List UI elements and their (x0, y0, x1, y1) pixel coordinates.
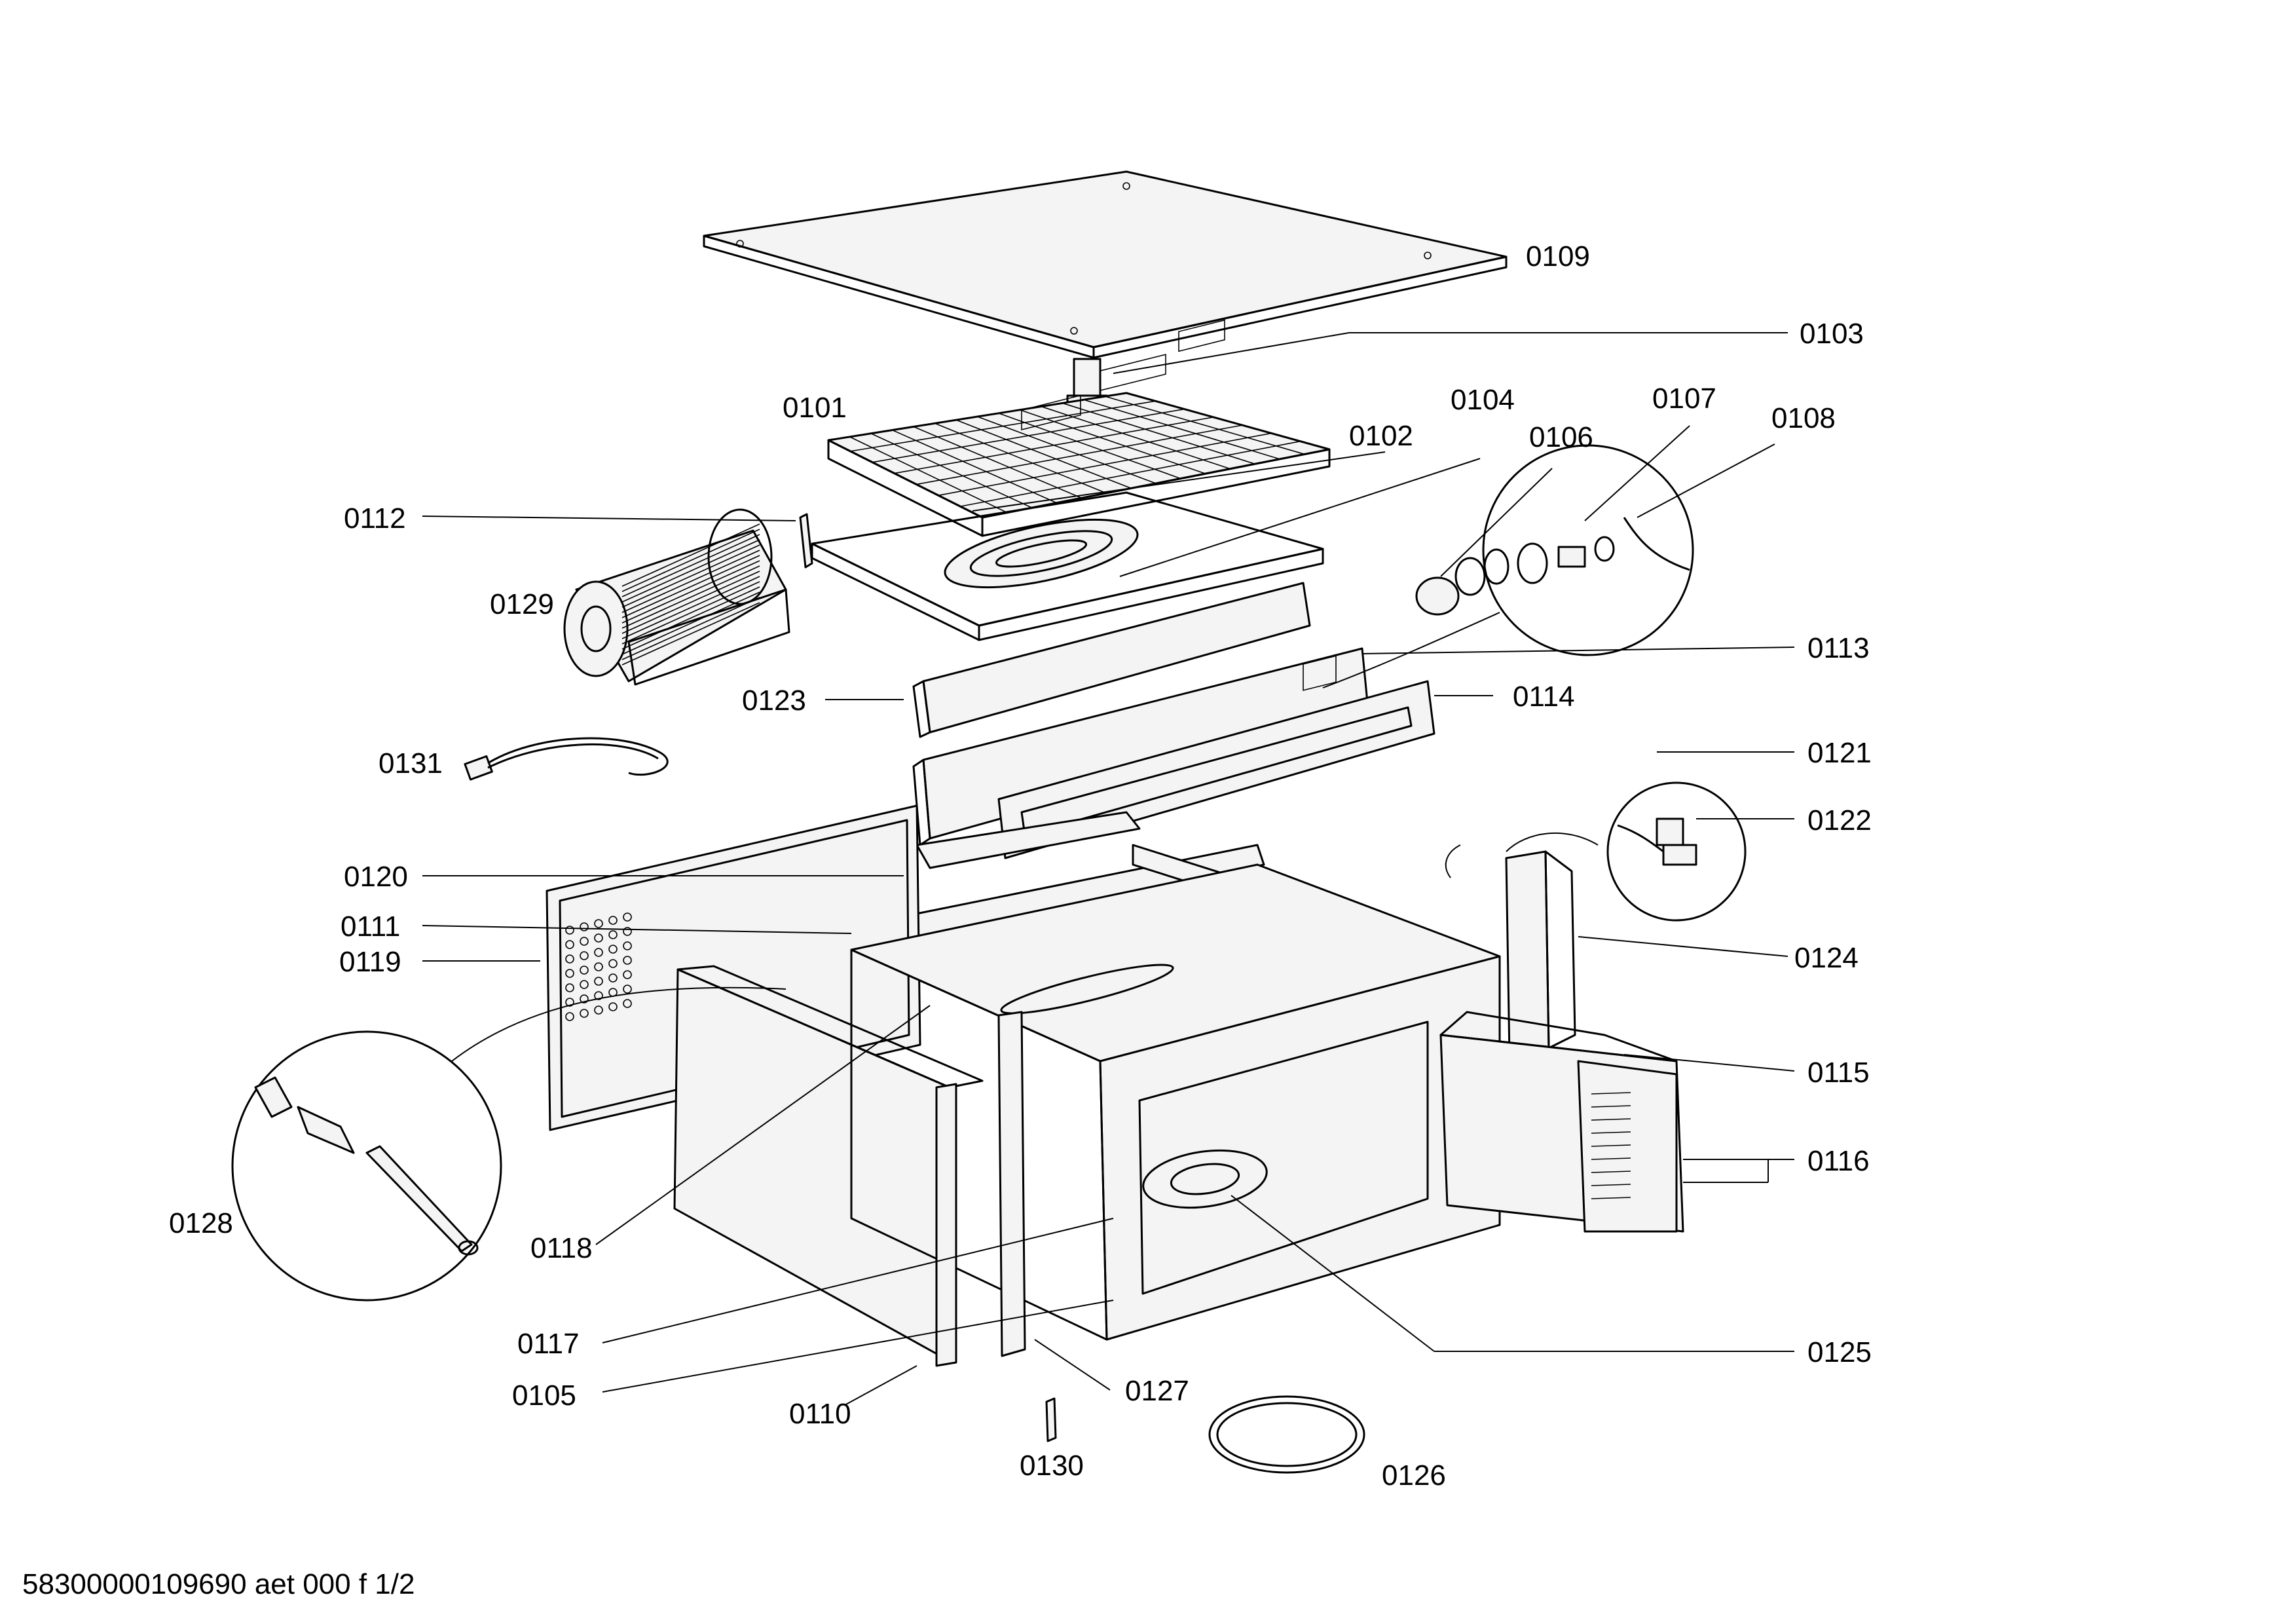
callout-0105: 0105 (512, 1379, 576, 1412)
callout-0113: 0113 (1807, 632, 1870, 664)
callout-0112: 0112 (344, 502, 406, 535)
callout-0109: 0109 (1526, 240, 1590, 272)
detail-circle-solenoid-valve (1445, 781, 1747, 922)
callout-0119: 0119 (339, 946, 401, 978)
callout-0102: 0102 (1349, 420, 1413, 452)
leader-lines (422, 332, 1795, 1406)
callout-0128: 0128 (169, 1207, 233, 1239)
turntable-ring (1208, 1395, 1365, 1474)
top-cover-plate (703, 170, 1508, 359)
callout-0118: 0118 (530, 1232, 593, 1264)
detail-circle-water-connector (231, 986, 787, 1302)
callout-0123: 0123 (742, 685, 806, 717)
callout-0131: 0131 (379, 747, 443, 779)
oven-door (1439, 1011, 1684, 1233)
callout-0120: 0120 (344, 861, 408, 893)
front-frame-strips (935, 1011, 1026, 1367)
grid-tray (827, 392, 1331, 537)
small-clip (1045, 1397, 1057, 1442)
callout-0125: 0125 (1807, 1336, 1872, 1368)
callout-0114: 0114 (1513, 681, 1575, 713)
callout-0127: 0127 (1125, 1375, 1189, 1407)
callout-0130: 0130 (1020, 1450, 1084, 1482)
callout-0110: 0110 (789, 1398, 851, 1430)
callout-0117: 0117 (517, 1328, 580, 1360)
callout-0103: 0103 (1800, 318, 1864, 350)
document-code: 58300000109690 aet 000 f 1/2 (22, 1568, 415, 1600)
callout-0111: 0111 (341, 910, 400, 943)
callout-0106: 0106 (1529, 421, 1593, 453)
power-cable (464, 737, 669, 781)
detail-circle-fittings (1322, 444, 1694, 688)
control-panel-frame (912, 319, 1311, 738)
callout-labels: 0109 0103 0101 0102 0104 0106 0107 0108 … (169, 240, 1872, 1492)
callout-0124: 0124 (1794, 942, 1859, 974)
callout-0129: 0129 (490, 588, 554, 620)
callout-0121: 0121 (1807, 737, 1872, 769)
callout-0104: 0104 (1451, 384, 1515, 416)
heater-plate (811, 491, 1324, 641)
callout-0116: 0116 (1807, 1145, 1870, 1177)
callout-0115: 0115 (1807, 1057, 1870, 1089)
fan-motor (563, 508, 790, 686)
callout-0108: 0108 (1771, 402, 1836, 434)
callout-0107: 0107 (1652, 383, 1716, 415)
callout-0101: 0101 (783, 392, 847, 424)
small-bracket (799, 513, 813, 569)
callout-0126: 0126 (1382, 1459, 1446, 1492)
callout-0122: 0122 (1807, 804, 1872, 836)
